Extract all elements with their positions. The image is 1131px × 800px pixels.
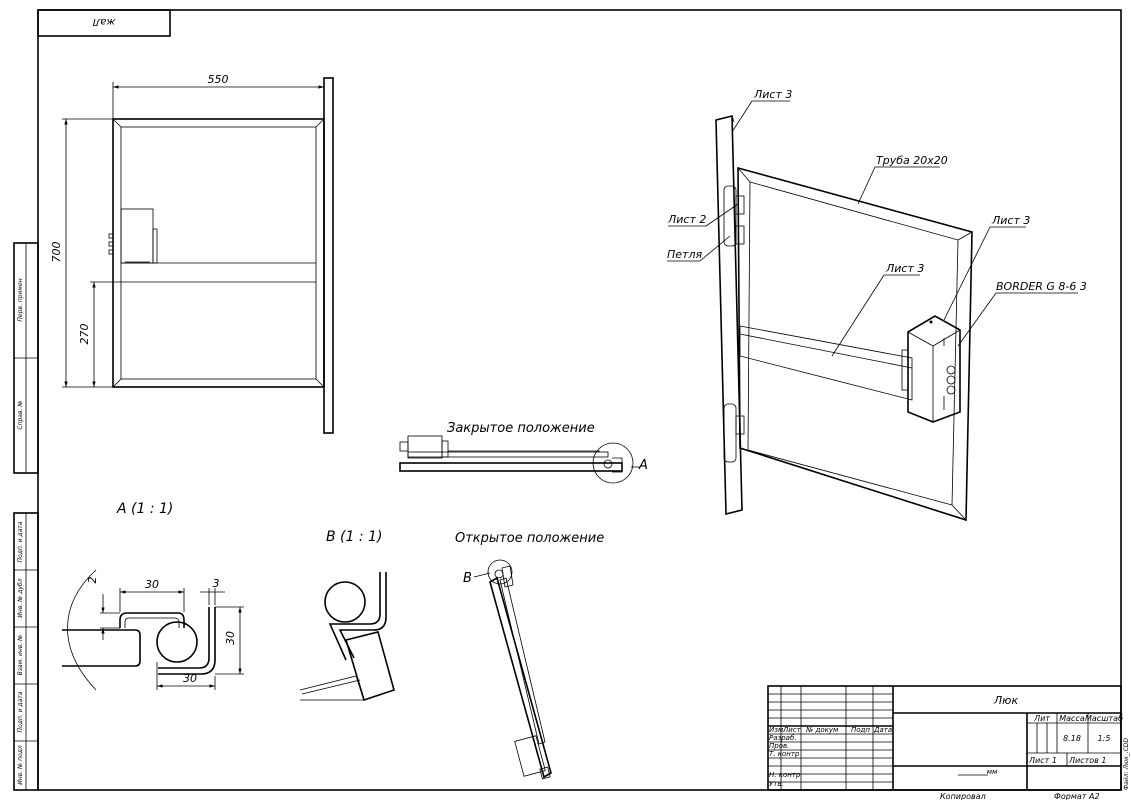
open-title: Открытое положение [455,531,604,546]
dim-270: 270 [78,324,91,345]
closed-position-view: Закрытое положение A [399,421,648,484]
detail-b-view: B (1 : 1) [299,529,395,702]
detail-a-view: A (1 : 1) 30 3 2 30 30 [62,501,244,691]
detail-a-dim-3: 3 [213,577,220,590]
tb-nkontr: Н. контр [769,771,801,779]
label-list2: Лист 2 [667,213,706,226]
side-stamp-inv-podl: Инв. № подл [17,745,24,785]
side-stamp-podp1: Подп. и дата [17,521,24,562]
tb-sign: Подп [851,726,870,734]
detail-a-title: A (1 : 1) [116,501,173,517]
detail-a-dim-30-bottom: 30 [183,672,197,685]
top-stamp-text: жаЛ [92,16,116,27]
marker-b: B [463,571,472,586]
tb-units: мм [987,768,998,776]
detail-a-dim-30-top: 30 [145,578,159,591]
side-stamp-podp2: Подп. и дата [17,691,24,732]
side-stamp-vzam: Взам. инв. № [17,635,24,676]
tb-razrab: Разраб. [769,734,797,742]
top-stamp-box [37,9,171,37]
iso-hinge-bottom [723,403,737,463]
front-lock [120,208,154,264]
tb-prov: Пров. [769,742,789,750]
tb-doc: № докум [805,726,839,734]
detail-b-title: B (1 : 1) [326,529,382,545]
side-stamp-inv-dubl: Инв. № дубл [17,578,24,617]
isometric-view: Лист 3 Труба 20x20 Лист 2 Лист 3 Петля Л… [667,88,1087,522]
tb-tkontr: Т. контр [769,750,800,758]
title-block: Изм Лист № докум Подп Дата Разраб. Пров.… [767,685,1130,800]
label-lock: BORDER G 8-6 3 [996,280,1087,293]
tb-date: Дата [873,726,892,734]
detail-a-dim-30-right: 30 [224,631,237,645]
tb-name: Люк [993,694,1019,707]
label-pipe: Труба 20x20 [876,154,948,167]
iso-lock [907,315,961,423]
detail-b-rod [324,581,366,623]
iso-hinge-top [723,185,737,247]
front-side-plate [323,77,334,434]
detail-a-dim-2: 2 [86,577,99,584]
front-view: 550 700 270 [50,73,334,434]
side-stamp: Перв. примен Справ. № Подп. и дата Инв. … [13,242,39,791]
tb-sheets: Листов 1 [1068,756,1107,765]
tb-mass: 8.18 [1063,734,1081,743]
open-detail-circle [487,559,513,585]
dim-700: 700 [50,242,63,263]
side-stamp-sprav: Справ. № [17,400,24,429]
closed-title: Закрытое положение [447,421,595,436]
tb-scale: 1:5 [1098,734,1111,743]
detail-a-rod [156,621,198,663]
tb-copied: Копировал [940,792,986,800]
tb-utv: Утв. [769,780,784,788]
tb-list: Лист [782,726,802,734]
closed-detail-circle [592,442,634,484]
tb-scale-label: Масштаб [1085,714,1123,723]
side-stamp-perv: Перв. примен [17,278,24,321]
tb-mass-label: Масса [1059,714,1085,723]
label-hinge: Петля [667,248,702,261]
tb-sheet: Лист 1 [1028,756,1057,765]
tb-izm: Изм [769,726,784,734]
dim-550: 550 [208,73,229,86]
label-list3-mid: Лист 3 [885,262,924,275]
tb-filename: Файл: Люк_.CDD [1123,738,1130,790]
label-list3-top: Лист 3 [753,88,792,101]
open-position-view: Открытое положение B [455,531,604,780]
tb-lit: Лит [1033,714,1050,723]
marker-a: A [638,458,648,473]
label-list3-right: Лист 3 [991,214,1030,227]
tb-format: Формат A2 [1054,792,1100,800]
